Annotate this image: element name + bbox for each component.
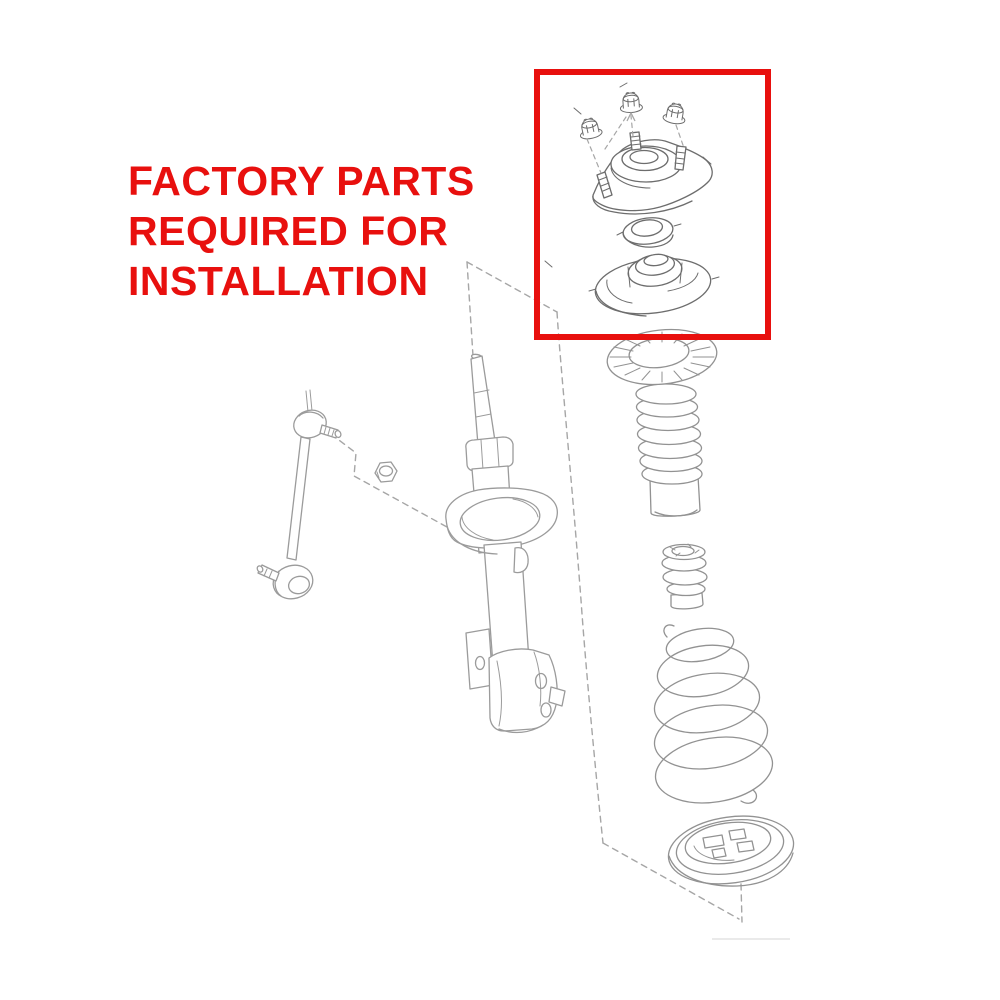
strut-bearing	[616, 217, 682, 248]
spring-top-end	[663, 624, 675, 638]
mount-stud-right-threads	[674, 151, 686, 165]
guide-top-edge	[466, 261, 558, 313]
upper-seat-rim-thickness	[595, 290, 647, 317]
link-bottom-stud-tip	[256, 565, 264, 573]
spring-coil-1	[665, 627, 735, 663]
annotation-line-1: FACTORY PARTS	[128, 158, 475, 204]
mount-dome-shadow	[610, 167, 651, 189]
lower-seat-inner-arc	[693, 845, 735, 861]
link-top-ball-housing	[293, 409, 327, 439]
link-bottom-ball-housing	[272, 564, 314, 600]
link-nut-facet	[376, 471, 380, 479]
link-bottom-housing-detail	[287, 575, 311, 595]
mount-stud-center-threads	[630, 135, 642, 146]
strut-bracket-hole-1	[534, 672, 548, 690]
upper-seat-cap	[643, 253, 669, 267]
upper-seat-tick-marks	[544, 260, 720, 292]
strut-perch-bottom-edge	[446, 525, 498, 555]
annotation-line-2: REQUIRED FOR	[128, 208, 449, 254]
strut-bracket-bottom-arc	[498, 724, 544, 734]
bump-stop	[661, 543, 708, 610]
guide-right-edge	[556, 311, 604, 844]
boot-ring-1	[635, 383, 697, 405]
strut-hex-facets	[480, 437, 500, 471]
link-nut-face	[378, 465, 394, 477]
strut-piston-rod	[470, 355, 496, 446]
link-top-housing-detail	[298, 411, 324, 419]
link-rod	[286, 436, 311, 561]
lower-seat-ring-3	[684, 821, 772, 865]
bearing-tick-marks	[616, 223, 682, 236]
strut-side-ear	[513, 547, 529, 574]
strut-shock-absorber	[445, 353, 566, 734]
spring-bottom-end	[740, 789, 758, 804]
nut-leader-lines	[586, 111, 685, 174]
link-top-stem-line	[305, 389, 313, 413]
leader-center-stud	[630, 115, 634, 137]
strut-bracket-inner-lines	[496, 651, 542, 727]
strut-perch-details	[461, 498, 539, 541]
upper-seat-dome-facets	[627, 262, 683, 288]
leader-right-nut	[675, 124, 685, 149]
lower-seat-pad-1	[702, 834, 725, 849]
link-top-stud-tip	[334, 429, 342, 439]
strut-rod-joint-lines	[473, 389, 492, 418]
link-nut-hex	[374, 461, 398, 483]
link-bottom-stud-threads	[263, 568, 273, 579]
boot-collar-bottom	[654, 509, 698, 517]
guide-vertical-to-point	[740, 883, 743, 923]
bearing-thickness	[622, 232, 674, 248]
bumpstop-collar	[670, 592, 704, 610]
leader-arrowhead	[626, 111, 636, 122]
mount-dome-inner	[629, 149, 659, 165]
strut-top-mount	[573, 82, 713, 215]
bumpstop-top-notches	[669, 543, 700, 557]
strut-hex-collar	[465, 436, 514, 472]
strut-bracket-right-tab	[548, 686, 566, 707]
mount-tick-marks	[573, 82, 712, 165]
upper-seat-dish-arcs	[606, 272, 699, 304]
mount-dome-mid	[621, 146, 669, 172]
annotation-text: FACTORY PARTS REQUIRED FOR INSTALLATION	[128, 156, 475, 306]
link-nut	[374, 461, 398, 483]
mount-stud-left-threads	[598, 176, 611, 192]
leader-middle-nut	[604, 116, 627, 150]
lower-seat-outer	[667, 815, 795, 885]
bumpstop-top-hole	[671, 545, 695, 557]
guide-link-leader	[330, 433, 448, 528]
bearing-inner	[630, 219, 664, 237]
link-top-stud-threads	[323, 426, 335, 437]
spring-coil-4	[653, 704, 769, 770]
strut-perch-inner	[459, 496, 541, 542]
lower-seat-pad-2	[728, 828, 747, 841]
mount-plate-thickness	[592, 195, 693, 215]
lower-seat-pad-4	[711, 847, 727, 859]
lower-spring-insulator	[667, 815, 795, 887]
lower-seat-ring-2	[675, 819, 785, 875]
strut-bracket-tab-hole	[474, 655, 486, 671]
lower-seat-rim-thickness	[668, 852, 794, 887]
spring-coil-3	[653, 672, 761, 734]
leader-left-nut	[586, 138, 602, 174]
strut-bracket-body	[488, 648, 558, 732]
strut-bracket-hole-2	[540, 702, 552, 718]
lower-seat-pad-3	[736, 840, 755, 853]
annotation-line-3: INSTALLATION	[128, 258, 429, 304]
dust-boot	[606, 328, 718, 517]
highlight-box	[534, 69, 771, 340]
spring-coil-2	[656, 644, 750, 698]
spring-coil-5	[654, 736, 774, 804]
guide-diagonal-to-point	[602, 842, 740, 920]
coil-spring	[653, 624, 774, 804]
stabilizer-end-link	[256, 389, 342, 600]
upper-spring-seat	[544, 253, 720, 317]
